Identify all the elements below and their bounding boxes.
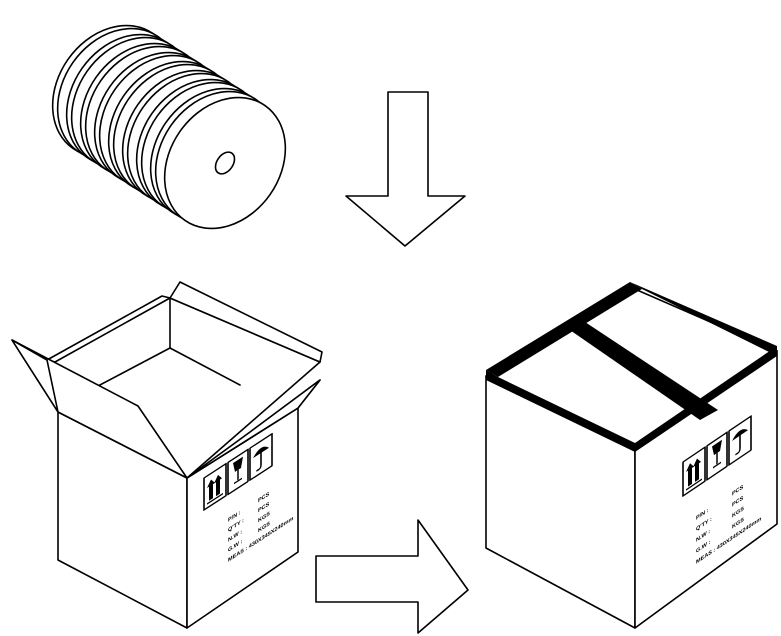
sealed-carton-box-icon: P/N : PCS Q'TY : PCS N.W : KGS G.W : KGS… [485, 282, 778, 629]
fragile-glass-icon [233, 456, 243, 485]
tape-reel-stack-icon [51, 24, 287, 230]
this-way-up-icon [686, 458, 702, 491]
label-nw-value: KGS [732, 505, 744, 519]
keep-dry-umbrella-icon [253, 446, 269, 472]
label-qty-value: PCS [258, 502, 269, 515]
label-gw-value: KGS [732, 516, 744, 530]
open-carton-box-icon: P/N : PCS Q'TY : PCS N.W : KGS G.W : KGS… [11, 281, 323, 629]
label-pn-value: PCS [732, 484, 743, 498]
fragile-glass-icon [712, 439, 722, 469]
sealing-tape [486, 282, 777, 452]
label-pn-value: PCS [258, 492, 269, 505]
label-nw-value: KGS [258, 511, 270, 524]
arrow-down-icon [345, 91, 466, 247]
reel-hub-icon [214, 151, 236, 175]
label-gw-value: KGS [258, 521, 270, 534]
arrow-right-icon [315, 519, 469, 634]
this-way-up-icon [207, 474, 223, 505]
label-qty-value: PCS [732, 495, 743, 509]
keep-dry-umbrella-icon [732, 429, 748, 456]
